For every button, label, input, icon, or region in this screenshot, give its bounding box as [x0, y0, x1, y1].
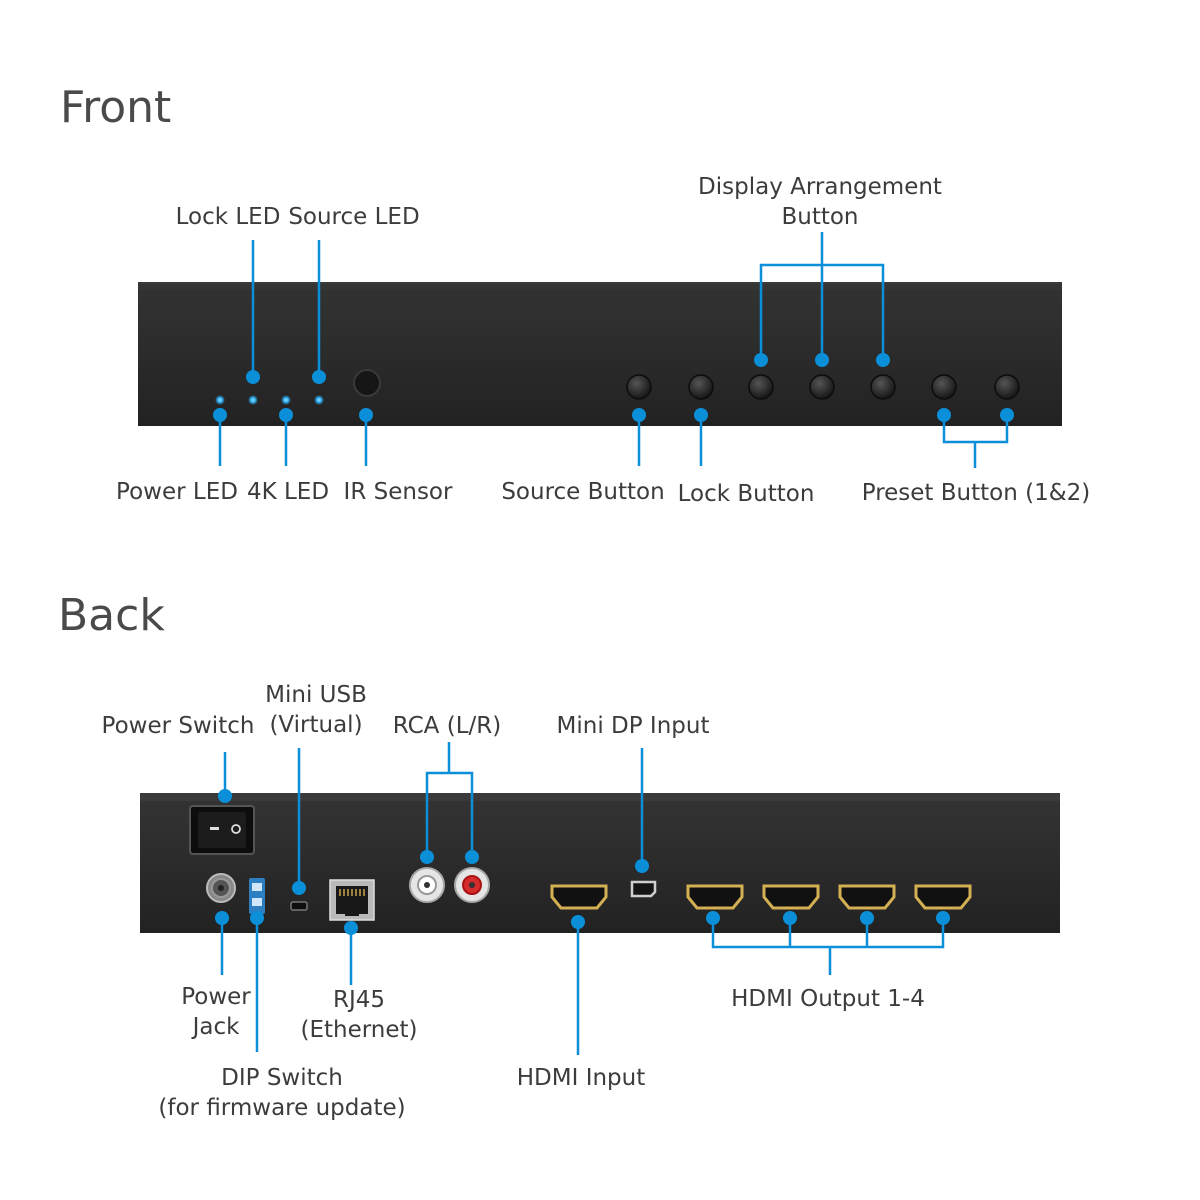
- power-switch-label: Power Switch: [101, 713, 255, 739]
- mini-usb-port: [290, 901, 308, 911]
- source-button-knob: [626, 374, 652, 400]
- hdmi-output-label: HDMI Output 1-4: [731, 986, 925, 1012]
- power-jack-hardware: [206, 873, 236, 903]
- rca-right-jack: [454, 867, 490, 903]
- front-section-title: Front: [60, 82, 172, 133]
- hdmi-output-2-port: [762, 884, 820, 910]
- power-jack-label-line-2: Jack: [192, 1014, 240, 1040]
- display-button-1-callout-dot: [754, 353, 768, 367]
- dip-switch-hardware: [249, 878, 265, 914]
- display-arrangement-label-line-2: Button: [781, 204, 859, 230]
- back-section-title: Back: [58, 590, 165, 641]
- power-jack-callout-dot: [215, 911, 229, 925]
- rca-left-callout-dot: [420, 850, 434, 864]
- rca-right-callout-dot: [465, 850, 479, 864]
- source-button-callout-dot: [632, 408, 646, 422]
- display-button-2-callout-dot: [815, 353, 829, 367]
- lock-led-label: Lock LED: [175, 204, 281, 230]
- preset-button-1-callout-dot: [937, 408, 951, 422]
- power-led-light: [215, 395, 225, 405]
- rj45-label: RJ45 (Ethernet): [300, 985, 417, 1045]
- hdmi-output-4-port: [914, 884, 972, 910]
- display-arrangement-label: Display Arrangement Button: [698, 172, 942, 232]
- back-device-top-edge: [140, 793, 1060, 803]
- lock-button-knob: [688, 374, 714, 400]
- dip-switch-label-line-2: (for firmware update): [158, 1095, 406, 1121]
- display-button-1-knob: [748, 374, 774, 400]
- preset-button-2-knob: [994, 374, 1020, 400]
- front-device: [138, 282, 1062, 426]
- lock-led-callout-dot: [246, 370, 260, 384]
- hdmi-output-2-callout-dot: [783, 911, 797, 925]
- source-led-callout-dot: [312, 370, 326, 384]
- 4k-led-light: [281, 395, 291, 405]
- hdmi-input-label: HDMI Input: [516, 1065, 646, 1091]
- back-device-body: [140, 801, 1060, 933]
- preset-button-1-knob: [931, 374, 957, 400]
- rj45-port: [329, 879, 375, 921]
- 4k-led-callout-dot: [279, 408, 293, 422]
- dip-switch-label-line-1: DIP Switch: [221, 1065, 343, 1091]
- hdmi-output-3-port: [838, 884, 896, 910]
- source-button-label: Source Button: [501, 479, 665, 505]
- power-jack-label: Power Jack: [181, 982, 251, 1042]
- mini-usb-label: Mini USB (Virtual): [265, 680, 367, 740]
- ir-sensor-callout-dot: [359, 408, 373, 422]
- power-switch-callout-dot: [218, 789, 232, 803]
- preset-button-label: Preset Button (1&2): [861, 480, 1091, 506]
- preset-button-2-callout-dot: [1000, 408, 1014, 422]
- hdmi-output-1-port: [686, 884, 744, 910]
- front-device-flange: [138, 284, 1062, 324]
- mini-dp-label: Mini DP Input: [556, 713, 710, 739]
- source-led-label: Source LED: [288, 204, 420, 230]
- rj45-label-line-1: RJ45: [332, 987, 386, 1013]
- display-button-3-callout-dot: [876, 353, 890, 367]
- rca-label: RCA (L/R): [392, 713, 502, 739]
- mini-dp-callout-dot: [635, 859, 649, 873]
- mini-usb-label-line-2: (Virtual): [269, 712, 363, 738]
- 4k-led-label: 4K LED: [246, 479, 330, 505]
- hdmi-input-port: [550, 884, 608, 910]
- ir-sensor-window: [353, 369, 381, 397]
- hdmi-input-callout-dot: [571, 915, 585, 929]
- rj45-label-line-2: (Ethernet): [300, 1017, 418, 1043]
- back-device: [140, 793, 1060, 933]
- power-led-label: Power LED: [116, 479, 238, 505]
- hdmi-output-bracket: [711, 918, 945, 949]
- mini-usb-label-line-1: Mini USB: [265, 682, 367, 708]
- rca-left-jack: [409, 867, 445, 903]
- power-led-callout-dot: [213, 408, 227, 422]
- dip-switch-callout-dot: [250, 911, 264, 925]
- lock-button-callout-dot: [694, 408, 708, 422]
- dip-switch-label: DIP Switch (for firmware update): [158, 1063, 405, 1123]
- rj45-callout-dot: [344, 921, 358, 935]
- lock-led-light: [248, 395, 258, 405]
- display-button-2-knob: [809, 374, 835, 400]
- display-arrangement-label-line-1: Display Arrangement: [698, 174, 942, 200]
- display-button-3-knob: [870, 374, 896, 400]
- hdmi-output-3-callout-dot: [860, 911, 874, 925]
- power-jack-label-line-1: Power: [181, 984, 251, 1010]
- hdmi-output-4-callout-dot: [936, 911, 950, 925]
- mini-usb-callout-dot: [292, 881, 306, 895]
- ir-sensor-label: IR Sensor: [343, 479, 453, 505]
- hdmi-output-1-callout-dot: [706, 911, 720, 925]
- source-led-light: [314, 395, 324, 405]
- mini-dp-port: [630, 880, 657, 898]
- power-switch-hardware: [189, 805, 255, 855]
- lock-button-label: Lock Button: [677, 481, 815, 507]
